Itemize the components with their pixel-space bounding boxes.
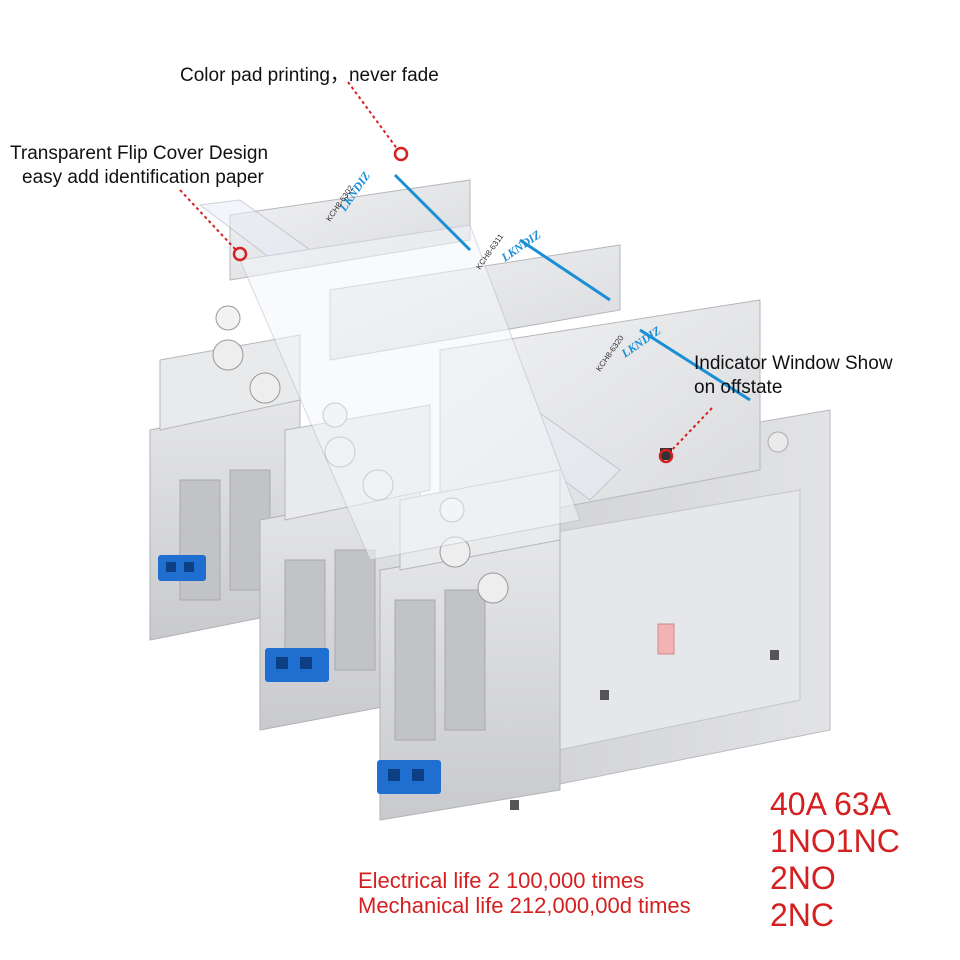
config-1no1nc: 1NO1NC [770,823,900,859]
din-clip-1 [158,555,206,581]
din-clip-3 [377,760,441,794]
callout-color-pad-text: Color pad printing，never fade [180,65,439,86]
rating-amperage: 40A 63A [770,786,891,822]
callout-indicator-line1: Indicator Window Show [694,353,893,374]
callout-flip-cover-line2: easy add identification paper [22,167,264,188]
config-2nc: 2NC [770,897,835,933]
callout-color-pad: Color pad printing，never fade [180,64,439,88]
rating-specs: 40A 63A 1NO1NC 2NO 2NC [770,786,900,934]
callout-flip-cover: Transparent Flip Cover Design easy add i… [10,142,268,190]
callout-indicator-window: Indicator Window Show on offstate [694,352,893,400]
din-clip-2 [265,648,329,682]
mechanical-life-text: Mechanical life 212,000,00d times [358,893,691,918]
callout-flip-cover-line1: Transparent Flip Cover Design [10,143,269,164]
flip-cover [198,199,621,561]
callout-marker-flip-cover [179,189,248,262]
life-specs: Electrical life 2 100,000 times Mechanic… [358,868,691,918]
callout-indicator-line2: on offstate [694,377,783,398]
callout-marker-indicator [658,407,713,464]
electrical-life-text: Electrical life 2 100,000 times [358,868,645,893]
config-2no: 2NO [770,860,836,896]
callout-marker-color-pad [347,81,409,162]
